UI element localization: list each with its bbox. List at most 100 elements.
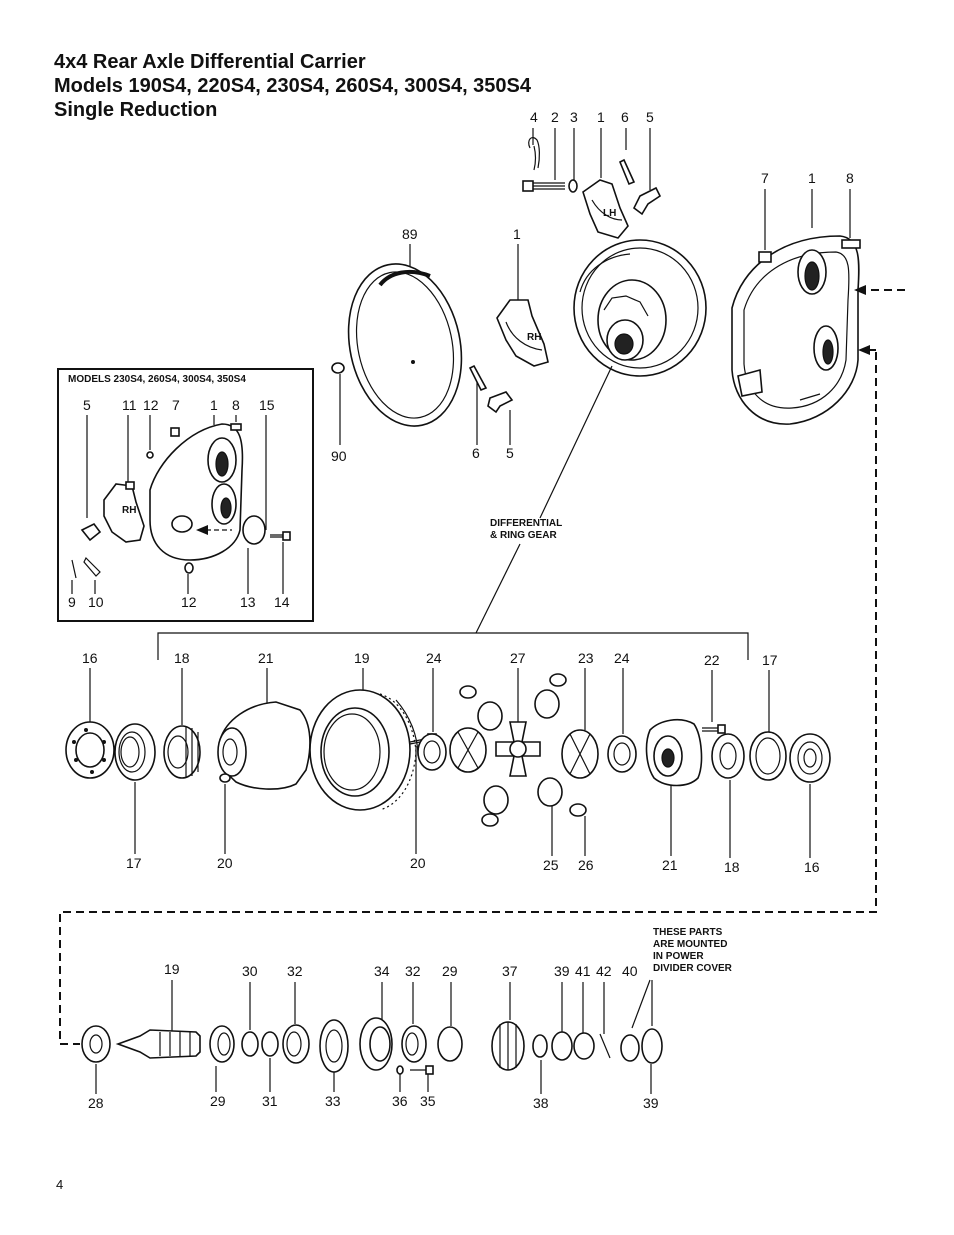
- ring-gear-19: [309, 689, 419, 811]
- label-mid-25: 25: [543, 857, 559, 873]
- inset-label-7: 7: [172, 397, 180, 413]
- inset-ring-13: [242, 515, 266, 545]
- label-low-35: 35: [420, 1093, 436, 1109]
- title-line-1: 4x4 Rear Axle Differential Carrier: [54, 51, 366, 73]
- inset-part-10: [83, 556, 101, 577]
- caption-power-divider-3: IN POWER: [653, 951, 704, 962]
- snap-ring-42: [599, 1033, 611, 1059]
- label-low-39: 39: [554, 963, 570, 979]
- thrust-washer-24b: [607, 735, 637, 773]
- caption-differential-1: DIFFERENTIAL: [490, 518, 562, 529]
- part-40: [620, 1034, 640, 1062]
- inset-label-9: 9: [68, 594, 76, 610]
- washer-36: [396, 1065, 404, 1075]
- bearing-cone-29b: [437, 1026, 463, 1062]
- inset-label-12b: 12: [181, 594, 197, 610]
- label-low-34: 34: [374, 963, 390, 979]
- label-low-39b: 39: [643, 1095, 659, 1111]
- inset-housing: [149, 423, 244, 561]
- label-upper-8: 8: [846, 170, 854, 186]
- bearing-cap-rh: RH: [496, 299, 549, 367]
- inset-part-12b: [184, 562, 194, 574]
- side-gear-23a: [449, 727, 487, 773]
- part-90: [331, 362, 345, 374]
- label-upper-5: 5: [646, 109, 654, 125]
- inset-part-9: [71, 559, 77, 579]
- label-mid-27: 27: [510, 650, 526, 666]
- label-upper-1: 1: [597, 109, 605, 125]
- bearing-28: [81, 1025, 111, 1063]
- inset-label-14: 14: [274, 594, 290, 610]
- bearing-cup-32: [282, 1024, 310, 1064]
- caption-power-divider-4: DIVIDER COVER: [653, 963, 733, 974]
- label-mid-22: 22: [704, 652, 720, 668]
- bearing-cup-17: [114, 723, 156, 781]
- label-upper-2: 2: [551, 109, 559, 125]
- inset-part-12: [146, 451, 154, 459]
- lock-5b: [487, 391, 514, 414]
- label-mid-23: 23: [578, 650, 594, 666]
- differential-case-21: [217, 701, 311, 790]
- rh-inset-tag: RH: [122, 505, 136, 516]
- label-low-30: 30: [242, 963, 258, 979]
- bracket-differential: [157, 632, 749, 660]
- plug-7: [758, 251, 772, 263]
- rh-tag: RH: [527, 332, 541, 343]
- inset-part-8: [230, 423, 242, 431]
- label-low-41: 41: [575, 963, 591, 979]
- bolt-35: [410, 1065, 434, 1075]
- bearing-cone-29: [209, 1025, 235, 1063]
- nut-20: [219, 773, 231, 783]
- inset-label-1: 1: [210, 397, 218, 413]
- arrow-lower: [858, 345, 870, 355]
- inset-part-7: [170, 427, 180, 437]
- pin-8: [841, 239, 861, 249]
- caption-power-divider-2: ARE MOUNTED: [653, 939, 727, 950]
- label-low-33: 33: [325, 1093, 341, 1109]
- label-upper-6: 6: [621, 109, 629, 125]
- inset-part-11: [125, 481, 135, 490]
- label-upper-1c: 1: [513, 226, 521, 242]
- label-low-42: 42: [596, 963, 612, 979]
- caption-differential-2: & RING GEAR: [490, 530, 557, 541]
- label-low-32: 32: [287, 963, 303, 979]
- inset-label-8: 8: [232, 397, 240, 413]
- inset-label-10: 10: [88, 594, 104, 610]
- label-mid-17b: 17: [126, 855, 142, 871]
- label-mid-24: 24: [426, 650, 442, 666]
- nut-3: [568, 179, 578, 193]
- bearing-cone-18b: [711, 733, 745, 779]
- spacer-30: [241, 1031, 259, 1057]
- bearing-cup-17b: [749, 731, 787, 781]
- label-mid-20b: 20: [410, 855, 426, 871]
- spider-27: [495, 721, 541, 777]
- washer-26: [569, 803, 587, 817]
- label-upper-4: 4: [530, 109, 538, 125]
- title-line-3: Single Reduction: [54, 99, 218, 121]
- label-mid-21: 21: [258, 650, 274, 666]
- gear-37: [491, 1021, 525, 1071]
- inset-label-12: 12: [143, 397, 159, 413]
- pinion-gear-25: [537, 777, 563, 807]
- label-low-29b: 29: [210, 1093, 226, 1109]
- cotter-pin-4: [528, 136, 540, 171]
- label-upper-89: 89: [402, 226, 418, 242]
- bearing-cage-34: [359, 1017, 393, 1071]
- label-mid-18: 18: [174, 650, 190, 666]
- inset-bolt-14: [270, 531, 291, 541]
- label-upper-7: 7: [761, 170, 769, 186]
- carrier-housing: [731, 235, 860, 425]
- label-low-37: 37: [502, 963, 518, 979]
- bolt-22: [702, 724, 726, 734]
- caption-power-divider-1: THESE PARTS: [653, 927, 723, 938]
- label-upper-90: 90: [331, 448, 347, 464]
- bearing-cap-lh: LH: [582, 179, 629, 239]
- spacer-31: [261, 1031, 279, 1057]
- thrust-washer-24: [417, 733, 447, 771]
- gasket-89: [347, 263, 463, 427]
- label-low-28: 28: [88, 1095, 104, 1111]
- lh-tag: LH: [603, 208, 616, 219]
- dashed-flow-path: [59, 352, 877, 1045]
- pinion-gear-a: [477, 701, 503, 731]
